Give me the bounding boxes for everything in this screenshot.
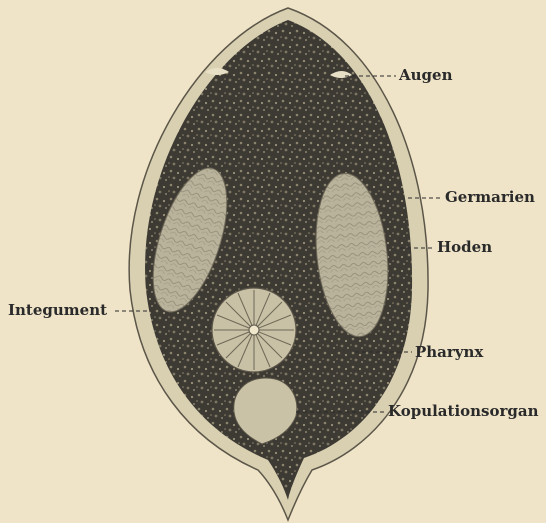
label-augen: Augen <box>399 68 452 83</box>
label-germarien: Germarien <box>445 190 535 205</box>
label-pharynx: Pharynx <box>415 345 483 360</box>
pharynx-organ <box>212 288 296 372</box>
label-integument: Integument <box>8 303 107 318</box>
label-kopulationsorgan: Kopulationsorgan <box>388 404 539 419</box>
label-hoden: Hoden <box>437 240 492 255</box>
